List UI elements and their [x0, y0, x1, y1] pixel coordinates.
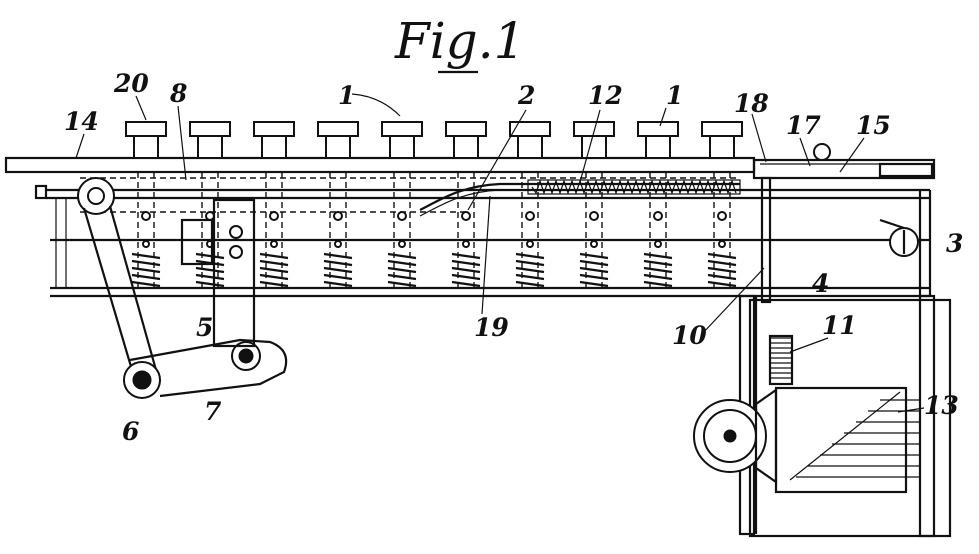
key-6: [445, 121, 487, 290]
label-6: 6: [122, 417, 139, 446]
roller-3: [879, 218, 919, 257]
label-10: 10: [672, 321, 707, 350]
key-5: [381, 121, 423, 290]
figure-title: Fig.1: [394, 12, 525, 70]
key-3: [253, 121, 295, 290]
top-bar: [4, 156, 936, 180]
label-14: 14: [64, 107, 99, 136]
label-7: 7: [204, 397, 222, 426]
label-3: 3: [946, 229, 963, 258]
key-8: [573, 121, 615, 290]
drive-assembly: [693, 176, 952, 538]
label-20: 20: [113, 69, 149, 98]
key-7: [509, 121, 551, 290]
label-12: 12: [588, 81, 623, 110]
key-9: [637, 121, 679, 290]
label-11: 11: [822, 311, 857, 340]
key-row: [125, 121, 743, 290]
key-2: [189, 121, 231, 290]
label-19: 19: [474, 313, 509, 342]
key-4: [317, 121, 359, 290]
label-4: 4: [812, 269, 829, 298]
label-1-left: 1: [338, 81, 355, 110]
leader-lines: [75, 93, 925, 413]
label-2: 2: [517, 81, 535, 110]
key-1: [125, 121, 167, 290]
label-8: 8: [169, 79, 187, 108]
gear-11-icon: [770, 337, 792, 379]
label-15: 15: [856, 111, 891, 140]
label-17: 17: [786, 111, 821, 140]
lower-frame: [34, 177, 932, 298]
label-5: 5: [196, 313, 213, 342]
knob-17: [813, 143, 831, 161]
lever-assembly: [77, 177, 288, 399]
stepped-comb: [789, 391, 920, 481]
label-1-right: 1: [666, 81, 683, 110]
label-13: 13: [924, 391, 959, 420]
key-10: [701, 121, 743, 290]
label-18: 18: [734, 89, 769, 118]
